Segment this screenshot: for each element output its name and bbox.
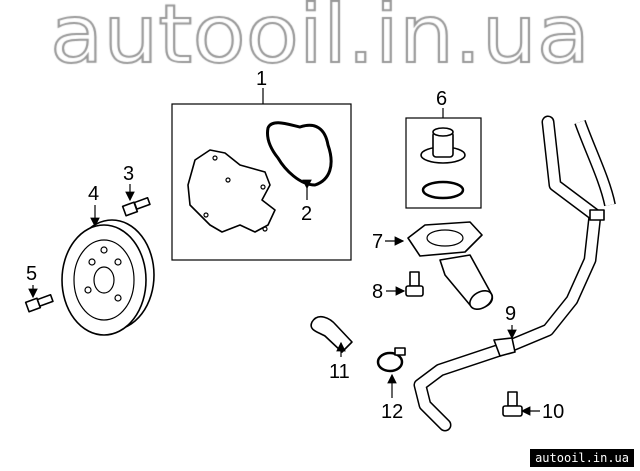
hose-clamp[interactable]: 12	[376, 347, 406, 423]
water-pump-kit-group: 1 2	[171, 68, 352, 261]
pump-gasket[interactable]	[266, 121, 333, 187]
callout-3: 3	[123, 163, 134, 185]
callout-10: 10	[542, 401, 564, 423]
hose[interactable]: 11	[310, 315, 353, 383]
bolt-3[interactable]: 3	[121, 163, 151, 217]
callout-7: 7	[372, 231, 383, 253]
callout-2: 2	[301, 203, 312, 225]
callout-11: 11	[329, 361, 350, 383]
callout-12: 12	[381, 401, 403, 423]
callout-8: 8	[372, 281, 383, 303]
callout-4: 4	[88, 183, 99, 205]
water-pump[interactable]	[187, 149, 276, 233]
pulley[interactable]: 4	[61, 183, 155, 336]
callout-6: 6	[436, 88, 447, 110]
bolt-8[interactable]: 8	[372, 271, 424, 303]
bolt-10[interactable]: 10	[502, 391, 564, 423]
pipe-bracket[interactable]: 9	[493, 303, 517, 357]
bolt-5[interactable]: 5	[24, 263, 54, 313]
callout-5: 5	[26, 263, 37, 285]
thermostat-kit-group: 6	[405, 88, 482, 209]
kit-box	[171, 103, 352, 261]
thermostat[interactable]	[420, 127, 466, 164]
thermostat-seal[interactable]	[421, 180, 465, 200]
thermostat-housing[interactable]: 7	[372, 221, 495, 313]
site-label: autooil.in.ua	[530, 449, 634, 467]
callout-9: 9	[505, 303, 516, 325]
callout-1: 1	[256, 68, 267, 90]
coolant-pipe[interactable]	[413, 115, 616, 432]
